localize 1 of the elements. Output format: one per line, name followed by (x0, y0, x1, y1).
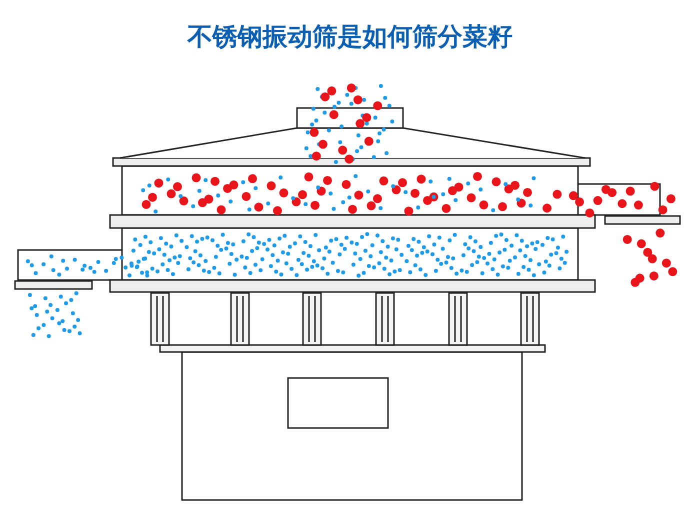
title: 不锈钢振动筛是如何筛分菜籽 (186, 21, 514, 53)
